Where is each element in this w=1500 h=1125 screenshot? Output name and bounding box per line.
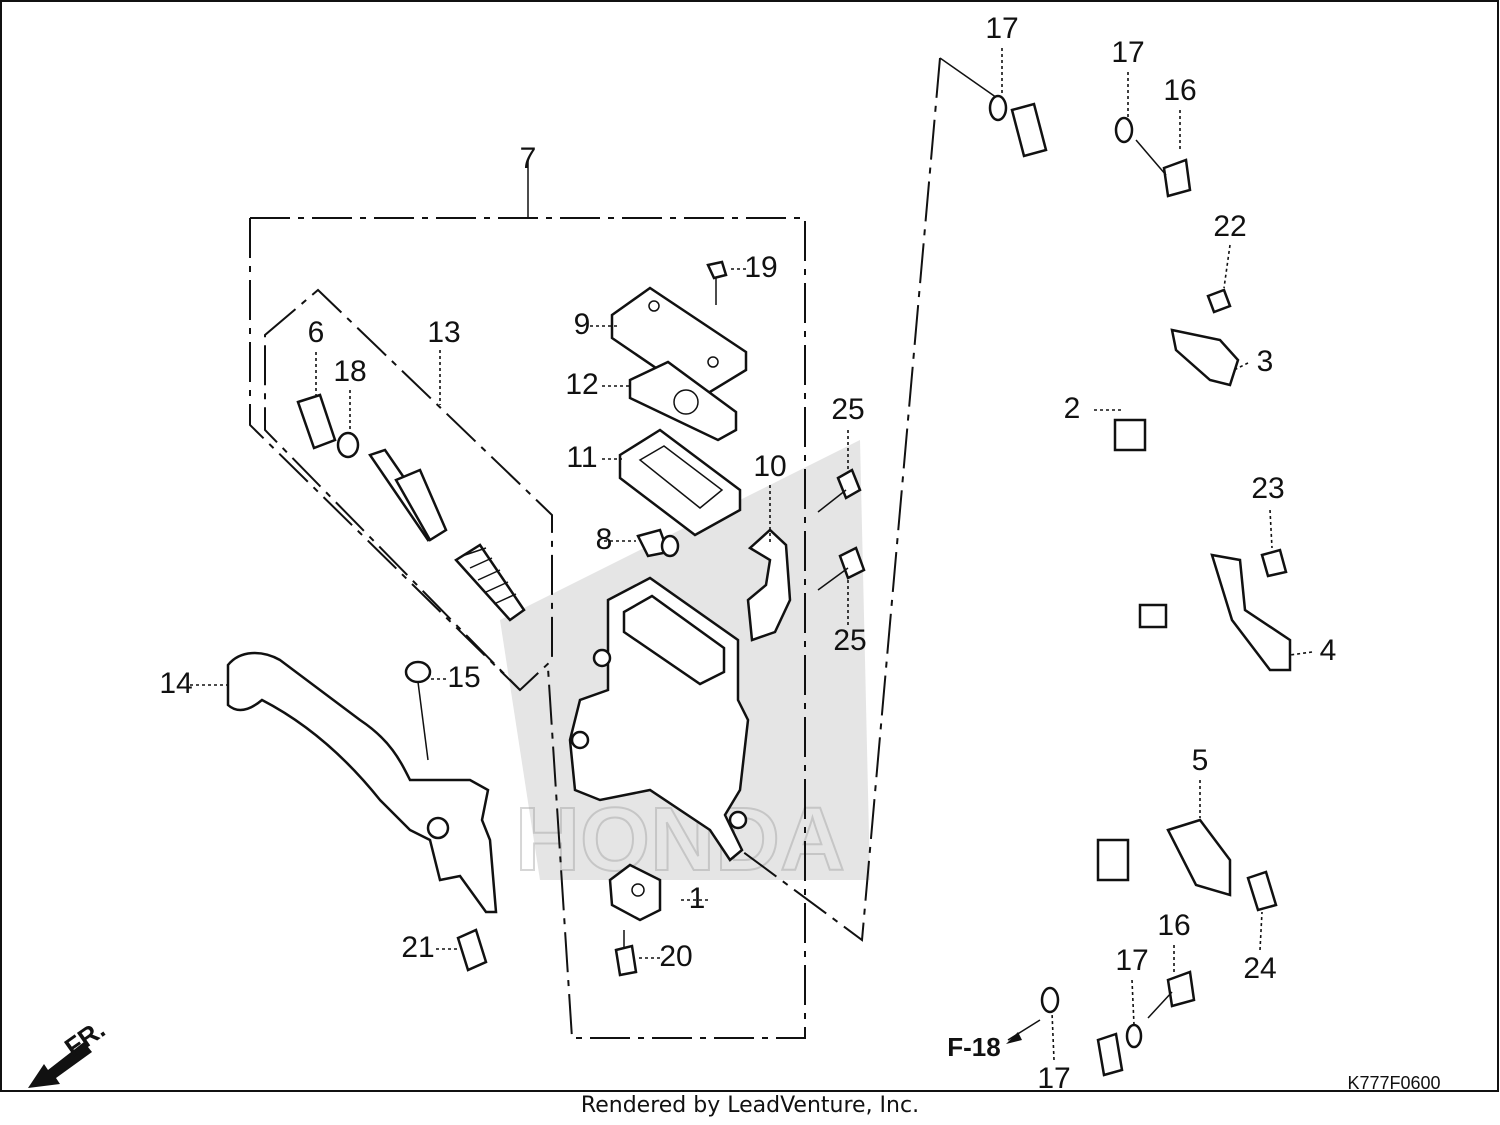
pivot-bolt [404, 660, 432, 761]
callout-21: 21 [401, 931, 434, 964]
clamp-4 [1210, 548, 1292, 672]
callout-5: 5 [1192, 744, 1209, 777]
callout-20: 20 [659, 940, 692, 973]
hose-assembly-outline [699, 57, 1001, 942]
reference-arrow-icon [1006, 1032, 1022, 1044]
callout-7: 7 [520, 142, 537, 175]
callout-12: 12 [565, 368, 598, 401]
callout-17-d: 17 [1037, 1062, 1070, 1095]
leader-lines [190, 48, 1313, 1061]
front-arrow-icon [28, 1042, 92, 1088]
callout-17-a: 17 [985, 12, 1018, 45]
callout-19: 19 [744, 251, 777, 284]
diagram-border [0, 0, 1499, 1092]
footer-credit: Rendered by LeadVenture, Inc. [581, 1093, 919, 1118]
drawing-code: K777F0600 [1347, 1073, 1440, 1093]
reference-label: F-18 [947, 1032, 1000, 1062]
callout-15: 15 [447, 661, 480, 694]
callout-24: 24 [1243, 952, 1276, 985]
master-cylinder-body [568, 576, 750, 862]
reservoir-cap [610, 286, 748, 400]
callout-17-c: 17 [1115, 944, 1148, 977]
callout-18: 18 [333, 355, 366, 388]
float-8 [636, 528, 680, 558]
direction-label: FR. [59, 1014, 111, 1063]
callout-14: 14 [159, 667, 192, 700]
nut-21 [456, 928, 488, 972]
clamp-3 [1170, 288, 1240, 387]
oil-bolts-16 [1135, 139, 1196, 1019]
diaphragm [618, 428, 742, 537]
callout-10: 10 [753, 450, 786, 483]
piston-parts [296, 393, 526, 622]
diaphragm-plate [628, 360, 738, 442]
callout-3: 3 [1257, 345, 1274, 378]
callout-22: 22 [1213, 210, 1246, 243]
callout-8: 8 [596, 523, 613, 556]
callout-6: 6 [308, 316, 325, 349]
callout-9: 9 [574, 308, 591, 341]
callout-17-b: 17 [1111, 36, 1144, 69]
callout-16-top: 16 [1163, 74, 1196, 107]
callout-1: 1 [689, 882, 706, 915]
front-direction-indicator: FR. [28, 1014, 111, 1088]
callout-23: 23 [1251, 472, 1284, 505]
callout-2: 2 [1064, 392, 1081, 425]
assembly-7-outline [249, 160, 806, 1039]
cross-reference: F-18 [947, 1019, 1041, 1062]
brake-switch [608, 863, 662, 922]
callout-25-top: 25 [831, 393, 864, 426]
screw-20 [614, 930, 638, 977]
clamp-5 [1166, 818, 1278, 912]
bolts-25 [817, 468, 866, 591]
screw-19 [706, 260, 728, 305]
piston-kit-outline [264, 288, 553, 692]
callout-13: 13 [427, 316, 460, 349]
callout-25-bottom: 25 [833, 624, 866, 657]
holder-10 [746, 528, 792, 642]
callout-labels: 1 2 3 4 5 6 7 8 9 10 11 12 13 14 15 16 1… [159, 12, 1336, 1095]
brake-lever [226, 651, 498, 914]
callout-11: 11 [566, 441, 597, 474]
sealing-washers [988, 94, 1143, 1049]
callout-4: 4 [1320, 634, 1337, 667]
callout-16-bottom: 16 [1157, 909, 1190, 942]
brake-hose [1010, 102, 1169, 1077]
